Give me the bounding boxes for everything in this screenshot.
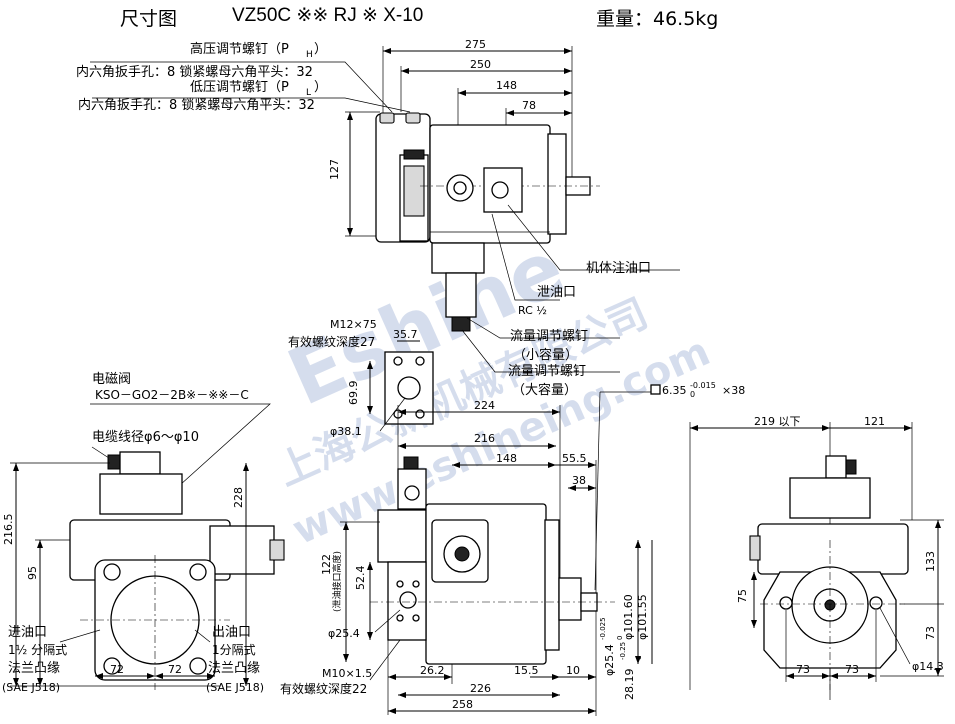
dim-14-3: φ14.3 bbox=[912, 660, 944, 673]
dim-28-19-tol2: 0 bbox=[635, 656, 643, 660]
label-drain-port: 泄油口 bbox=[537, 285, 576, 300]
dim-shaft-25-4: φ25.4 bbox=[603, 644, 616, 676]
middle-view: 224 216 148 55.5 38 bbox=[280, 381, 745, 716]
key-len: ×38 bbox=[722, 384, 745, 397]
dim-69-9: 69.9 bbox=[347, 381, 360, 406]
label-flow-large-note: （大容量） bbox=[512, 382, 577, 398]
label-inlet-size: 1½ 分隔式 bbox=[8, 643, 67, 657]
drawing-title: 尺寸图 bbox=[120, 8, 178, 30]
dim-127: 127 bbox=[328, 159, 341, 180]
label-hp-close: ） bbox=[314, 42, 327, 57]
label-drain-spec: RC ½ bbox=[518, 304, 547, 317]
label-outlet: 出油口 bbox=[212, 625, 251, 640]
label-inlet: 进油口 bbox=[8, 625, 47, 640]
top-view: 275 250 148 78 127 bbox=[90, 38, 680, 373]
dim-25-4: φ25.4 bbox=[328, 627, 360, 640]
dim-275: 275 bbox=[465, 38, 486, 51]
dim-95: 95 bbox=[26, 566, 39, 580]
label-inlet-flange: 法兰凸缘 bbox=[8, 661, 60, 676]
dim-72-right: 72 bbox=[168, 663, 182, 676]
dim-28-19: 28.19 bbox=[623, 669, 636, 701]
key-tol2: 0 bbox=[690, 390, 695, 399]
label-thread-depth-27: 有效螺纹深度27 bbox=[288, 334, 375, 349]
label-m10: M10×1.5 bbox=[322, 667, 372, 680]
dim-148-top: 148 bbox=[496, 79, 517, 92]
dim-72-left: 72 bbox=[110, 663, 124, 676]
dim-15-5: 15.5 bbox=[514, 664, 539, 677]
model-number: VZ50C ※※ RJ ※ X-10 bbox=[232, 5, 424, 26]
dim-10: 10 bbox=[566, 664, 580, 677]
dim-shaft-tol2: 0 bbox=[616, 636, 624, 640]
dim-216: 216 bbox=[474, 432, 495, 445]
dim-228: 228 bbox=[232, 487, 245, 508]
label-lp-spec: 内六角扳手孔：8 锁紧螺母六角平头：32 bbox=[78, 97, 315, 113]
key-spec: 6.35 bbox=[662, 384, 687, 397]
label-hp-sub: H bbox=[306, 50, 313, 60]
label-m12: M12×75 bbox=[330, 318, 377, 331]
dim-73-vert: 73 bbox=[924, 626, 937, 640]
label-flow-small-note: （小容量） bbox=[513, 347, 578, 363]
dim-73-right: 73 bbox=[845, 663, 859, 676]
label-lp-close: ） bbox=[314, 80, 327, 95]
dim-75: 75 bbox=[736, 589, 749, 603]
dim-28-19-tol: -0.25 bbox=[619, 642, 627, 660]
dim-101-60: φ101.60 bbox=[622, 594, 635, 640]
dim-148-mid: 148 bbox=[496, 452, 517, 465]
label-fill-port: 机体注油口 bbox=[586, 261, 651, 276]
dim-258: 258 bbox=[452, 698, 473, 711]
label-outlet-flange: 法兰凸缘 bbox=[208, 661, 260, 676]
dim-73-left: 73 bbox=[796, 663, 810, 676]
key-tol: -0.015 bbox=[690, 381, 716, 390]
label-outlet-size: 1分隔式 bbox=[212, 643, 256, 657]
dim-224: 224 bbox=[474, 399, 495, 412]
label-solenoid: 电磁阀 bbox=[92, 372, 131, 387]
dim-250: 250 bbox=[470, 58, 491, 71]
label-flow-small: 流量调节螺钉 bbox=[510, 329, 588, 344]
dim-35-7: 35.7 bbox=[393, 328, 418, 341]
label-below-219: 219 以下 bbox=[754, 415, 801, 428]
label-solenoid-model: KSO－GO2－2B※－※※－C bbox=[95, 388, 249, 402]
label-thread-depth-22: 有效螺纹深度22 bbox=[280, 681, 367, 696]
label-inlet-std: (SAE J518) bbox=[2, 681, 60, 694]
dim-226: 226 bbox=[470, 682, 491, 695]
label-cable-dia: 电缆线径φ6～φ10 bbox=[92, 429, 199, 445]
label-lp-sub: L bbox=[306, 88, 311, 98]
label-outlet-std: (SAE J518) bbox=[206, 681, 264, 694]
dim-121: 121 bbox=[864, 415, 885, 428]
label-hp-screw: 高压调节螺钉（P bbox=[190, 41, 289, 57]
flange-detail: M12×75 有效螺纹深度27 35.7 69.9 φ38.1 bbox=[288, 318, 434, 438]
dim-133: 133 bbox=[924, 551, 937, 572]
dim-38-1: φ38.1 bbox=[330, 425, 362, 438]
dim-26-2: 26.2 bbox=[420, 664, 445, 677]
dim-101-55: φ101.55 bbox=[636, 594, 649, 640]
dim-122: 122 bbox=[320, 554, 333, 575]
label-hp-spec: 内六角扳手孔：8 锁紧螺母六角平头：32 bbox=[76, 64, 313, 80]
dim-55-5: 55.5 bbox=[562, 452, 587, 465]
right-view: 219 以下 121 133 73 75 bbox=[689, 415, 944, 700]
label-flow-large: 流量调节螺钉 bbox=[508, 364, 586, 379]
dim-38: 38 bbox=[572, 474, 586, 487]
label-lp-screw: 低压调节螺钉（P bbox=[190, 80, 289, 95]
label-drain-height: (泄油接口高度) bbox=[331, 551, 343, 612]
weight-label: 重量：46.5kg bbox=[596, 8, 719, 30]
dim-216-5: 216.5 bbox=[2, 514, 15, 546]
dim-78: 78 bbox=[522, 99, 536, 112]
left-view: 电磁阀 KSO－GO2－2B※－※※－C 电缆线径φ6～φ10 216.5 95 bbox=[2, 372, 285, 694]
dim-shaft-tol: -0.025 bbox=[599, 617, 607, 640]
dim-52-4: 52.4 bbox=[354, 566, 367, 591]
